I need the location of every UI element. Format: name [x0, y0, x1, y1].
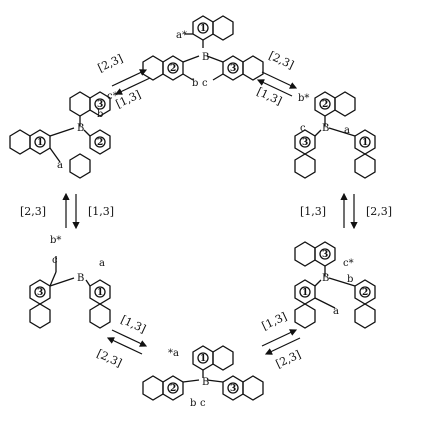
molecule-lower-right — [294, 241, 376, 329]
upper-right-atom-c-label: c — [300, 123, 306, 134]
arrow-bottom-left — [106, 329, 148, 355]
bottom-right-reverse-label: [2,3] — [274, 348, 303, 371]
lower-left-ring-3-number: 3 — [37, 288, 43, 298]
lower-left-boron-label: B — [77, 273, 84, 284]
top-right-forward-label: [2,3] — [267, 49, 296, 72]
upper-left-atom-a-label: a — [57, 160, 63, 171]
molecule-bottom — [142, 345, 264, 401]
lower-left-ring-1-number: 1 — [97, 288, 103, 298]
bottom-left-forward-label: [1,3] — [119, 313, 148, 336]
upper-left-ring-2-number: 2 — [97, 138, 103, 148]
upper-right-atom-b-label: b* — [298, 93, 309, 104]
upper-left-atom-c-label: c* — [107, 91, 118, 102]
arrow-bottom-right — [261, 329, 301, 355]
top-left-forward-label: [2,3] — [96, 52, 125, 75]
upper-right-boron-label: B — [322, 123, 329, 134]
lower-right-atom-a-label: a — [333, 306, 339, 317]
lower-right-ring-2-number: 2 — [362, 288, 368, 298]
bottom-atom-c-label: c — [200, 398, 206, 409]
bottom-ring-2-number: 2 — [170, 384, 176, 394]
lower-left-atom-c-label: c — [52, 255, 58, 266]
bottom-ring-3-number: 3 — [230, 384, 236, 394]
left-forward-label: [2,3] — [20, 205, 46, 218]
upper-left-boron-label: B — [77, 123, 84, 134]
right-forward-label: [1,3] — [300, 205, 326, 218]
top-atom-b-label: b — [192, 78, 198, 89]
left-reverse-label: [1,3] — [88, 205, 114, 218]
top-ring-3-number: 3 — [230, 64, 236, 74]
lower-right-ring-3-number: 3 — [322, 250, 328, 260]
upper-left-ring-1-number: 1 — [37, 138, 43, 148]
molecule-top — [142, 15, 264, 81]
upper-right-ring-2-number: 2 — [322, 100, 328, 110]
upper-left-ring-3-number: 3 — [97, 100, 103, 110]
lower-right-atom-c-label: c* — [343, 258, 354, 269]
lower-left-atom-a-label: a — [99, 258, 105, 269]
molecule-upper-right — [294, 91, 376, 179]
upper-right-ring-1-number: 1 — [362, 138, 368, 148]
bottom-left-reverse-label: [2,3] — [95, 347, 124, 370]
arrow-right — [340, 192, 358, 230]
bottom-right-forward-label: [1,3] — [260, 310, 289, 333]
arrow-left — [62, 192, 80, 230]
lower-right-boron-label: B — [322, 273, 329, 284]
top-left-reverse-label: [1,3] — [114, 88, 143, 111]
arrow-top-right — [256, 71, 298, 97]
bottom-boron-label: B — [202, 377, 209, 388]
top-right-reverse-label: [1,3] — [255, 85, 284, 108]
bottom-atom-a-label: *a — [168, 348, 179, 359]
top-ring-2-number: 2 — [170, 64, 176, 74]
molecule-upper-left — [9, 91, 111, 179]
top-boron-label: B — [202, 52, 209, 63]
top-atom-c-label: c — [202, 78, 208, 89]
lower-right-ring-1-number: 1 — [302, 288, 308, 298]
upper-left-atom-b-label: b — [97, 109, 103, 120]
lower-right-atom-b-label: b — [347, 274, 353, 285]
right-reverse-label: [2,3] — [366, 205, 392, 218]
top-ring-1-number: 1 — [200, 24, 206, 34]
molecule-lower-left — [29, 256, 111, 329]
top-atom-a-label: a* — [176, 30, 187, 41]
upper-right-atom-a-label: a — [344, 125, 350, 136]
upper-right-ring-3-number: 3 — [302, 138, 308, 148]
bottom-ring-1-number: 1 — [200, 354, 206, 364]
bottom-atom-b-label: b — [190, 398, 196, 409]
arrow-top-left — [111, 69, 151, 95]
lower-left-atom-b-label: b* — [50, 235, 61, 246]
